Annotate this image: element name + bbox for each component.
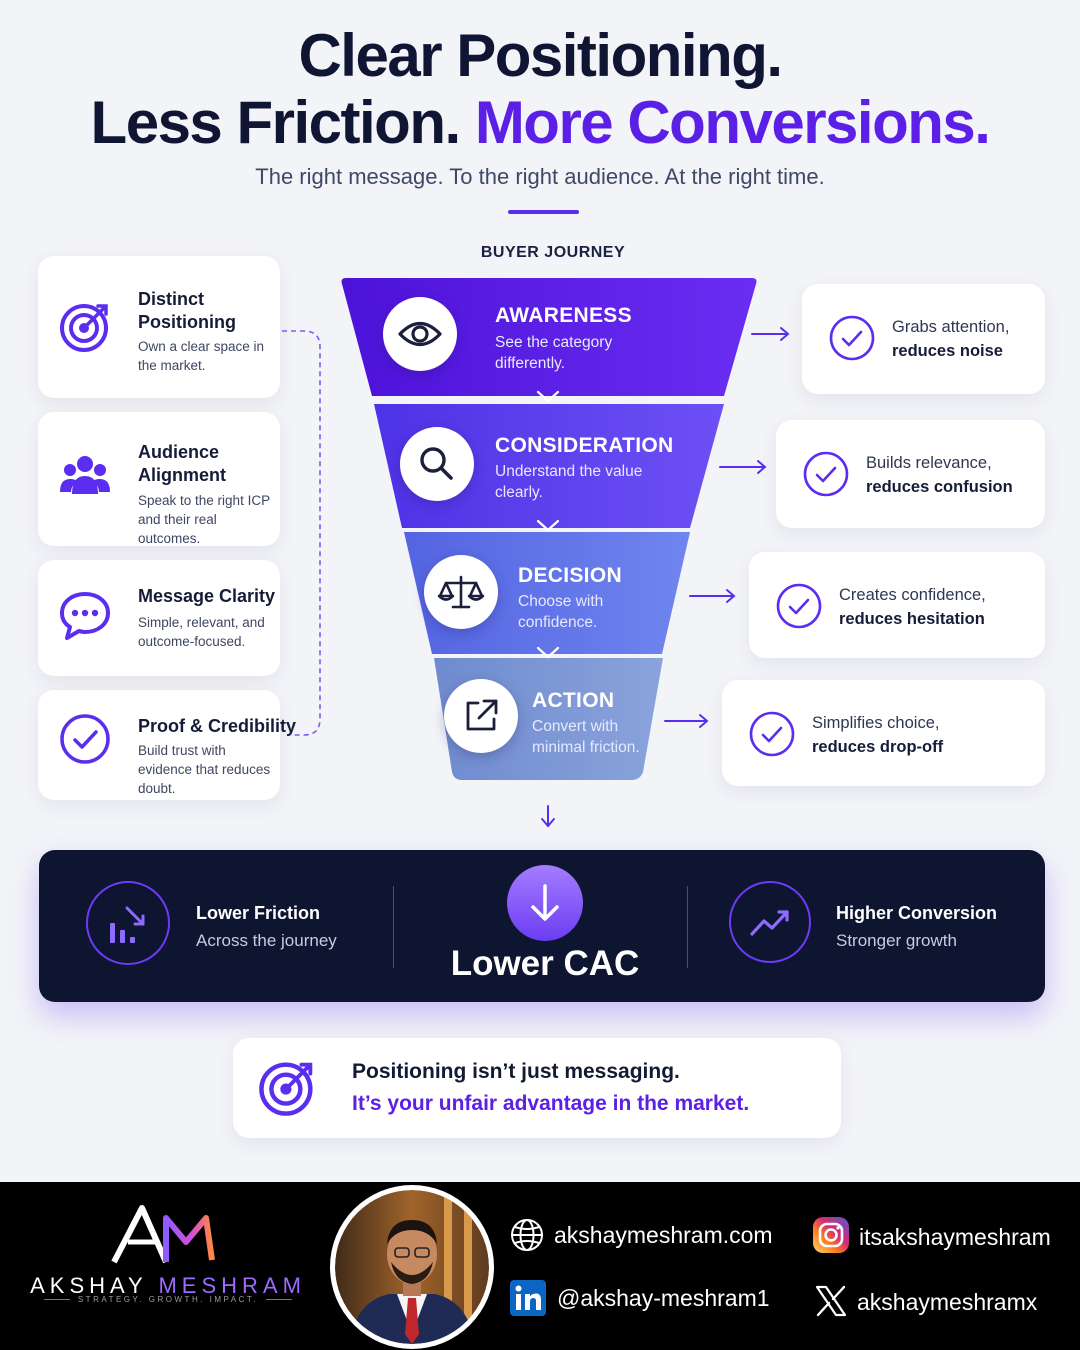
pillar-card-positioning: Distinct Positioning Own a clear space i… (38, 256, 280, 398)
x-handle[interactable]: akshaymeshramx (857, 1289, 1038, 1315)
outcome-line-2: reduces drop-off (812, 738, 944, 756)
outcome-card-awareness: Grabs attention, reduces noise (802, 284, 1045, 394)
outcome-line-2: reduces noise (892, 342, 1003, 360)
pillar-card-clarity: Message Clarity Simple, relevant, and ou… (38, 560, 280, 676)
funnel-chevron-2 (536, 519, 560, 532)
headline-dark-part: Less Friction. (90, 89, 462, 156)
funnel-chevron-1 (536, 390, 560, 403)
stage-desc-awareness: See the category differently. (495, 334, 613, 372)
funnel-segment-consideration (374, 404, 724, 528)
scale-icon (437, 575, 485, 609)
target-icon (259, 1062, 313, 1116)
quote-line-1: Positioning isn’t just messaging. (352, 1060, 680, 1083)
brand-last-name: MESHRAM (158, 1273, 306, 1298)
brand-first-name: AKSHAY (30, 1273, 148, 1298)
pillar-description: Build trust with evidence that reduces d… (138, 743, 271, 796)
outcome-card-action: Simplifies choice, reduces drop-off (722, 680, 1045, 786)
stage-title-action: ACTION (532, 689, 615, 712)
eye-icon (398, 321, 442, 347)
chart-down-icon (86, 881, 170, 965)
stage-desc-decision: Choose with confidence. (518, 593, 604, 631)
stage-icon-action (444, 679, 518, 753)
check-circle-icon (749, 711, 795, 757)
instagram-handle[interactable]: itsakshaymeshram (859, 1224, 1051, 1250)
results-panel: Lower Friction Across the journey Lower … (39, 850, 1045, 1002)
stage-icon-decision (424, 555, 498, 629)
stage-title-awareness: AWARENESS (495, 304, 632, 327)
pillar-card-proof: Proof & Credibility Build trust with evi… (38, 690, 297, 800)
outcome-line-2: reduces confusion (866, 478, 1013, 496)
stage-icon-awareness (383, 297, 457, 371)
divider-left (393, 886, 394, 968)
outcome-line-1: Creates confidence, (839, 586, 986, 604)
brand-tagline: STRATEGY. GROWTH. IMPACT. (0, 1295, 336, 1304)
pillar-description: Own a clear space in the market. (138, 339, 265, 373)
stage-desc-action: Convert with minimal friction. (532, 718, 640, 756)
pillar-description: Speak to the right ICP and their real ou… (138, 493, 270, 546)
arrow-decision (689, 589, 736, 603)
arrow-down-to-results (541, 805, 555, 828)
title-underline (508, 210, 579, 214)
check-circle-icon (776, 583, 822, 629)
arrow-awareness (751, 327, 790, 341)
result-center-headline: Lower CAC (450, 944, 640, 983)
footer: AKSHAY MESHRAM STRATEGY. GROWTH. IMPACT. (0, 1182, 1080, 1350)
linkedin-icon (510, 1280, 546, 1316)
external-link-icon (466, 699, 498, 731)
arrow-consideration (719, 460, 767, 474)
check-circle-icon (60, 714, 110, 764)
result-left-title: Lower Friction (196, 903, 321, 923)
brand-logo-icon (111, 1205, 215, 1264)
avatar (330, 1185, 494, 1349)
outcome-card-consideration: Builds relevance, reduces confusion (776, 420, 1045, 528)
stage-icon-consideration (400, 427, 474, 501)
subtitle: The right message. To the right audience… (255, 164, 825, 189)
pillar-title: Proof & Credibility (138, 716, 297, 736)
pillar-card-audience: Audience Alignment Speak to the right IC… (38, 412, 280, 546)
arrow-action (664, 714, 709, 728)
stage-title-decision: DECISION (518, 564, 622, 587)
outcome-line-1: Simplifies choice, (812, 714, 940, 732)
linkedin-handle[interactable]: @akshay-meshram1 (557, 1285, 770, 1311)
check-circle-icon (829, 315, 875, 361)
outcome-line-2: reduces hesitation (839, 610, 985, 628)
section-label: BUYER JOURNEY (480, 244, 626, 261)
headline-line-2: Less Friction. More Conversions. (0, 89, 1080, 157)
arrow-down-circle-icon (507, 865, 583, 941)
brand-name: AKSHAY MESHRAM (18, 1273, 318, 1299)
outcome-line-1: Builds relevance, (866, 454, 992, 472)
divider-right (687, 886, 688, 968)
trend-up-icon (729, 881, 811, 963)
chat-icon (60, 592, 110, 640)
outcome-line-1: Grabs attention, (892, 318, 1010, 336)
result-left-subtitle: Across the journey (196, 931, 337, 950)
pillar-title: Audience Alignment (138, 442, 226, 485)
globe-icon (511, 1219, 543, 1251)
result-right-title: Higher Conversion (836, 903, 998, 923)
instagram-icon (813, 1217, 849, 1253)
stage-title-consideration: CONSIDERATION (495, 434, 674, 457)
quote-card: Positioning isn’t just messaging. It’s y… (233, 1038, 841, 1138)
pillar-description: Simple, relevant, and outcome-focused. (138, 615, 265, 649)
quote-line-2: It’s your unfair advantage in the market… (352, 1092, 750, 1115)
target-icon (60, 304, 108, 352)
pillars-bracket-connector (282, 330, 321, 736)
x-logo-icon (815, 1285, 847, 1317)
funnel-chevron-3 (536, 646, 560, 659)
stage-desc-consideration: Understand the value clearly. (495, 463, 643, 501)
search-icon (420, 447, 453, 480)
outcome-card-decision: Creates confidence, reduces hesitation (749, 552, 1045, 658)
headline-accent-part: More Conversions. (474, 89, 991, 156)
check-circle-icon (803, 451, 849, 497)
result-right-subtitle: Stronger growth (836, 931, 957, 950)
pillar-title: Distinct Positioning (138, 289, 236, 332)
users-icon (60, 456, 110, 494)
pillar-title: Message Clarity (138, 586, 276, 606)
website-link[interactable]: akshaymeshram.com (554, 1222, 773, 1248)
headline-line-1: Clear Positioning. (298, 22, 783, 89)
